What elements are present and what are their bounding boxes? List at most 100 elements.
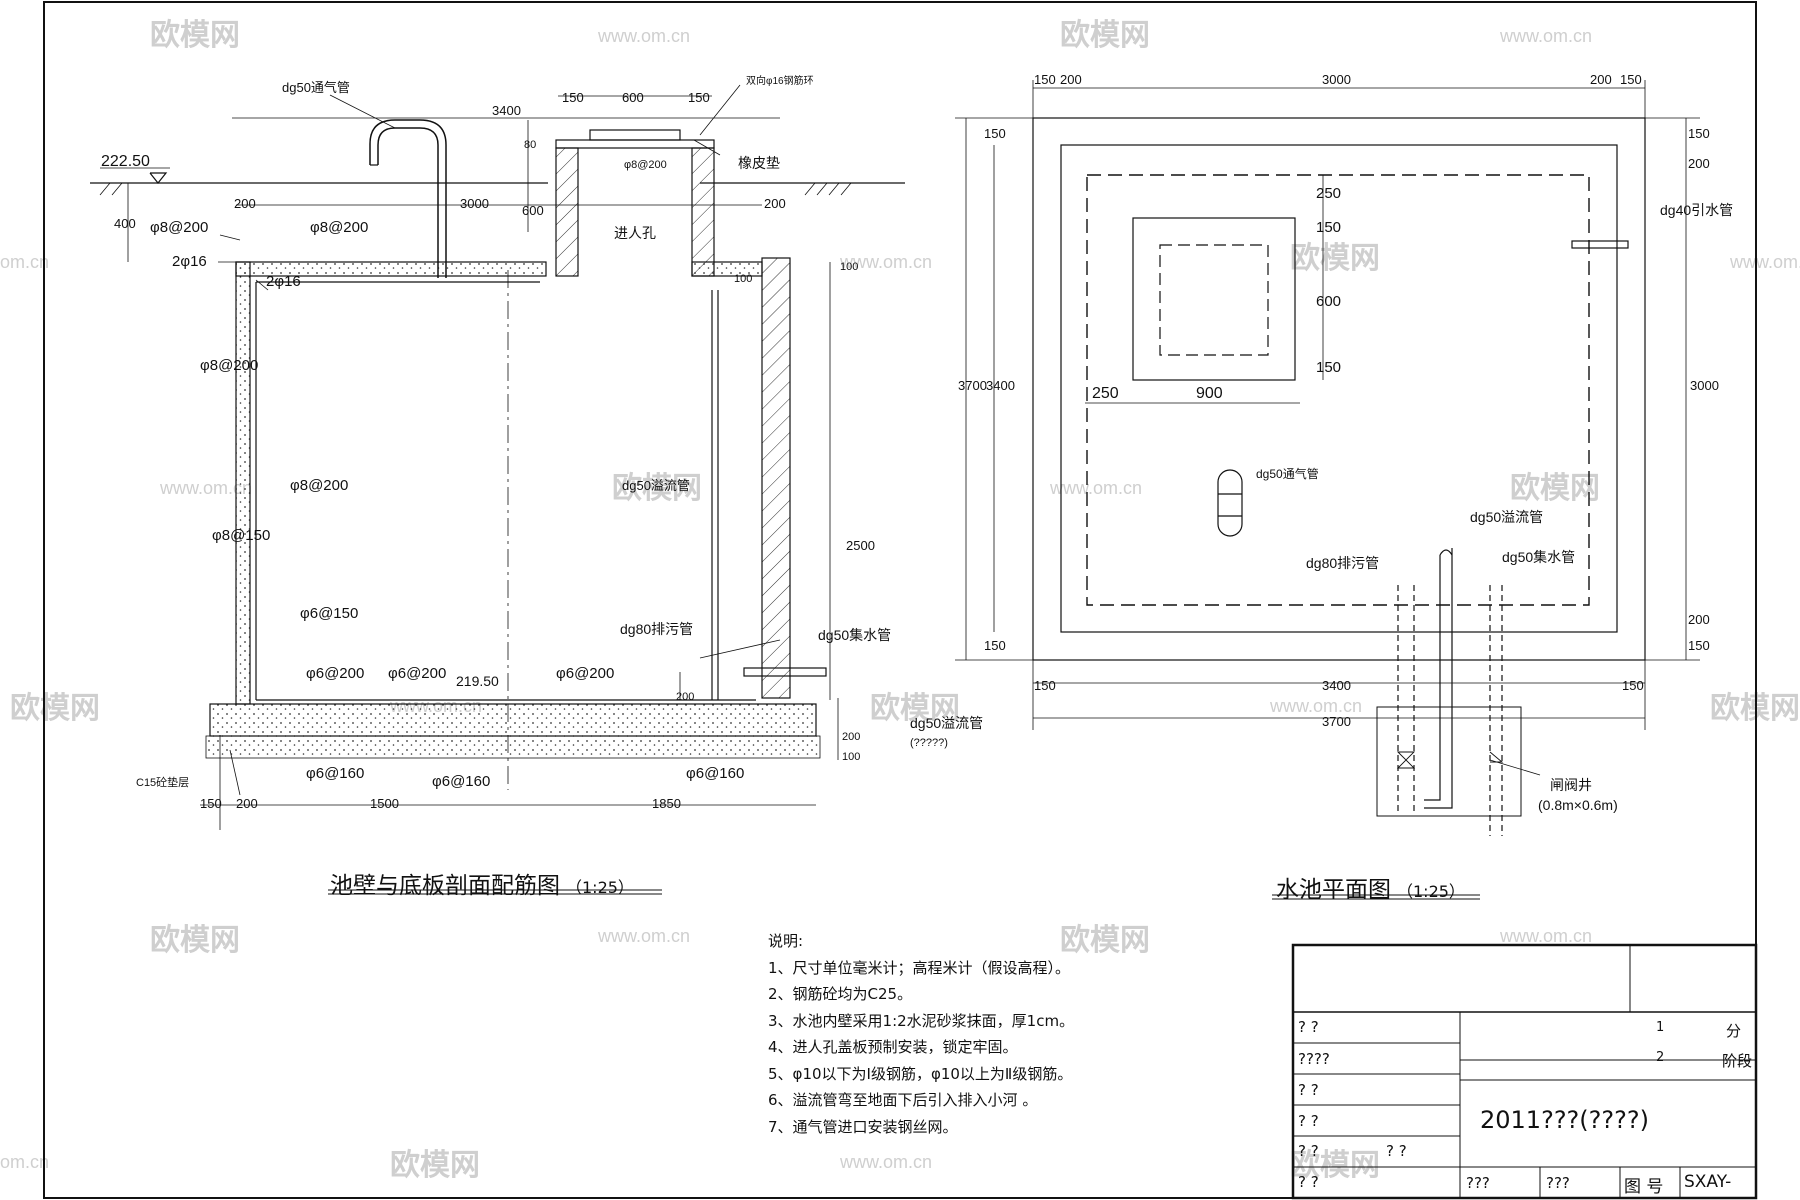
- watermark-url: www.om.cn: [1269, 696, 1362, 716]
- watermark-brand: 欧模网: [1510, 472, 1600, 505]
- rebar-label: φ6@200: [388, 665, 446, 682]
- overflow-pipe-label: dg50溢流管: [910, 715, 983, 731]
- rebar-label: φ8@200: [200, 357, 258, 374]
- dim-label: 150: [688, 90, 710, 105]
- rebar-label: φ8@200: [310, 219, 368, 236]
- title-block: [1291, 943, 1758, 1200]
- watermark-brand: 欧模网: [10, 692, 100, 725]
- dim-label: 250: [1316, 185, 1341, 202]
- watermark-brand: 欧模网: [150, 924, 240, 957]
- title-underlines: [328, 889, 1480, 900]
- rebar-label: 2φ16: [172, 253, 207, 270]
- collect-pipe-label: dg50集水管: [1502, 549, 1575, 565]
- collect-pipe-label: dg50集水管: [818, 627, 891, 643]
- dim-label: 3700: [958, 378, 987, 393]
- dim-label: 80: [524, 139, 536, 151]
- dim-label: 200: [764, 196, 786, 211]
- vent-pipe-label: dg50通气管: [282, 80, 350, 95]
- dim-label: 150: [562, 90, 584, 105]
- drawing-no-label: 图 号: [1624, 1177, 1664, 1197]
- note-item: 6、溢流管弯至地面下后引入排入小河 。: [768, 1091, 1038, 1109]
- dim-label: 1850: [652, 796, 681, 811]
- watermark-brand: 欧模网: [1290, 1149, 1380, 1182]
- rebar-label: φ6@200: [556, 665, 614, 682]
- overflow-pipe-label: dg50溢流管: [1470, 509, 1543, 525]
- dim-label: 150: [1034, 678, 1056, 693]
- dim-label: 3400: [1322, 678, 1351, 693]
- note-item: 3、水池内壁采用1:2水泥砂浆抹面，厚1cm。: [768, 1011, 1075, 1030]
- title-block-cell: ? ?: [1298, 1142, 1319, 1160]
- dim-label: 3000: [1322, 72, 1351, 87]
- notes-block: 说明: 1、尺寸单位毫米计；高程米计（假设高程）。 2、钢筋砼均为C25。 3、…: [768, 928, 1074, 1140]
- plan-title: 水池平面图（1:25）: [1276, 870, 1465, 904]
- dim-label: 150: [1316, 219, 1341, 236]
- watermark-brand: 欧模网: [612, 472, 702, 505]
- rebar-label: φ6@150: [300, 605, 358, 622]
- cover-bar-label: φ8@200: [624, 159, 667, 171]
- watermark-brand: 欧模网: [870, 692, 960, 725]
- dim-label: 900: [1196, 385, 1223, 402]
- section-title: 池壁与底板剖面配筋图 （1:25）: [330, 866, 634, 900]
- note-item: 4、进人孔盖板预制安装，锁定牢固。: [768, 1038, 1018, 1056]
- valve-well-label: 闸阀井: [1550, 777, 1592, 793]
- dim-label: 1500: [370, 796, 399, 811]
- rebar-label: φ6@160: [432, 773, 490, 790]
- dim-label: 200: [842, 731, 860, 743]
- manhole-label: 进人孔: [614, 225, 656, 241]
- cushion-label: C15砼垫层: [136, 775, 189, 789]
- title-block-cell: ? ?: [1298, 1173, 1319, 1191]
- watermark-brand: 欧模网: [390, 1149, 480, 1182]
- plan-scale: （1:25）: [1397, 882, 1465, 901]
- watermark-url: www.om.cn: [597, 926, 690, 946]
- plan-labels: 150 200 3000 200 150 150 200 3000 200 15…: [958, 72, 1733, 813]
- title-block-cell: ????: [1298, 1050, 1330, 1068]
- vent-pipe-label: dg50通气管: [1256, 466, 1319, 481]
- note-item: 5、φ10以下为Ⅰ级钢筋，φ10以上为Ⅱ级钢筋。: [768, 1064, 1073, 1083]
- dim-label: 150: [984, 126, 1006, 141]
- title-block-cell: ? ?: [1298, 1112, 1319, 1130]
- dim-label: 100: [734, 273, 752, 285]
- dim-label: 3700: [1322, 714, 1351, 729]
- watermark-url-fragment: om.cn: [0, 1152, 49, 1172]
- title-block-prefix: 1: [1656, 1020, 1665, 1035]
- plan-drawing: [955, 80, 1700, 836]
- watermark-url: www.om.cn: [1499, 26, 1592, 46]
- dim-label: 250: [1092, 385, 1119, 402]
- drawing-no: SXAY-: [1684, 1172, 1732, 1192]
- title-block-cell: ? ?: [1298, 1081, 1319, 1099]
- watermark-url: www.om.cn: [1729, 252, 1800, 272]
- section-title-text: 池壁与底板剖面配筋图: [330, 873, 560, 899]
- rebar-label: φ6@200: [306, 665, 364, 682]
- overflow-pipe-note: (?????): [910, 737, 948, 749]
- dim-label: 150: [1034, 72, 1056, 87]
- rebar-label: φ6@160: [306, 765, 364, 782]
- dim-label: 200: [676, 691, 694, 703]
- dim-label: 100: [842, 751, 860, 763]
- valve-well-size: (0.8m×0.6m): [1538, 797, 1618, 813]
- notes-heading: 说明:: [768, 932, 804, 950]
- title-block-cell: ? ?: [1386, 1142, 1407, 1160]
- section-scale: （1:25）: [566, 878, 634, 897]
- watermark-brand: 欧模网: [1290, 242, 1380, 275]
- dim-label: 200: [1590, 72, 1612, 87]
- note-item: 1、尺寸单位毫米计；高程米计（假设高程）。: [768, 958, 1071, 977]
- inlet-pipe-label: dg40引水管: [1660, 202, 1733, 218]
- watermark-brand: 欧模网: [150, 19, 240, 52]
- dim-label: 3400: [986, 378, 1015, 393]
- section-drawing: [90, 84, 905, 830]
- rebar-label: 2φ16: [266, 273, 301, 290]
- dim-label: 3000: [460, 196, 489, 211]
- dim-label: 150: [1688, 126, 1710, 141]
- drain-pipe-label: dg80排污管: [1306, 555, 1379, 571]
- dim-label: 100: [840, 261, 858, 273]
- rebar-label: φ8@200: [290, 477, 348, 494]
- project-name: 2011???(????): [1480, 1106, 1649, 1134]
- drain-pipe-label: dg80排污管: [620, 621, 693, 637]
- dim-label: 150: [1316, 359, 1341, 376]
- watermark-brand: 欧模网: [1060, 19, 1150, 52]
- dim-label: 3000: [1690, 378, 1719, 393]
- dim-label: 600: [1316, 293, 1341, 310]
- watermark-brand: 欧模网: [1060, 924, 1150, 957]
- watermark-url: www.om.cn: [1499, 926, 1592, 946]
